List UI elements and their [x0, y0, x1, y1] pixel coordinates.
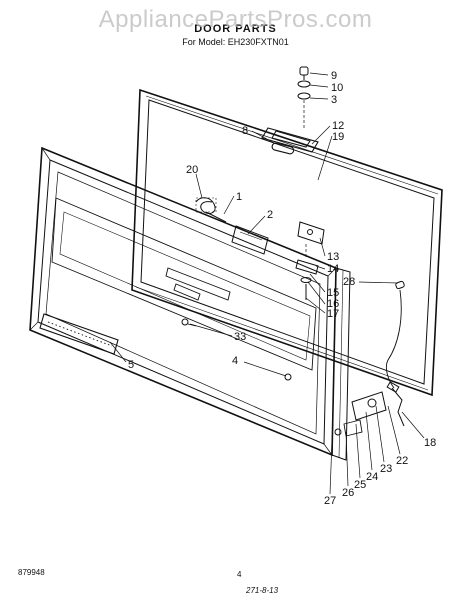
catalog-code: 879948: [18, 568, 45, 577]
callout-17: 17: [327, 308, 339, 320]
callout-12: 12: [332, 120, 344, 132]
callout-9: 9: [331, 70, 337, 82]
callout-20: 20: [186, 164, 198, 176]
callout-22: 22: [396, 455, 408, 467]
callout-10: 10: [331, 82, 343, 94]
callout-14: 14: [327, 263, 339, 275]
back-door-panel: [131, 88, 443, 397]
callout-33: 33: [234, 331, 246, 343]
leader-lines: [109, 72, 425, 495]
callout-23: 23: [380, 463, 392, 475]
hinge-screw-stack: [297, 66, 311, 128]
callout-18: 18: [424, 437, 436, 449]
pin-part-4: [284, 373, 292, 381]
callout-16: 16: [327, 298, 339, 310]
wire-harness-part-1: [195, 197, 227, 223]
door-gasket-strip: [331, 267, 351, 461]
callout-24: 24: [366, 471, 378, 483]
callout-25: 25: [354, 479, 366, 491]
callout-27: 27: [324, 495, 336, 507]
page-title: DOOR PARTS: [194, 23, 277, 35]
callout-19: 19: [332, 131, 344, 143]
callout-1: 1: [236, 191, 242, 203]
page-number: 4: [237, 570, 242, 579]
callout-26: 26: [342, 487, 354, 499]
hinge-cover-part-12: [261, 127, 319, 153]
callout-labels: 9 10 3 8 12 19 20 1 2 13 14 28 15 16 17 …: [128, 70, 436, 507]
callout-2: 2: [267, 209, 273, 221]
callout-13: 13: [327, 251, 339, 263]
date-code: 271-8-13: [246, 586, 279, 595]
callout-28: 28: [343, 276, 355, 288]
callout-3: 3: [331, 94, 337, 106]
model-subtitle: For Model: EH230FXTN01: [182, 37, 289, 47]
callout-5: 5: [128, 359, 134, 371]
callout-8: 8: [242, 125, 248, 137]
handle-trim-part-5: [39, 313, 119, 355]
slot-plug-part-8: [271, 142, 295, 155]
bracket-part-2: [231, 225, 269, 255]
power-cord-part-18: [385, 280, 405, 427]
callout-15: 15: [327, 287, 339, 299]
front-door-frame: [29, 146, 337, 457]
callout-4: 4: [232, 355, 238, 367]
bottom-hinge-bracket: [334, 391, 387, 437]
